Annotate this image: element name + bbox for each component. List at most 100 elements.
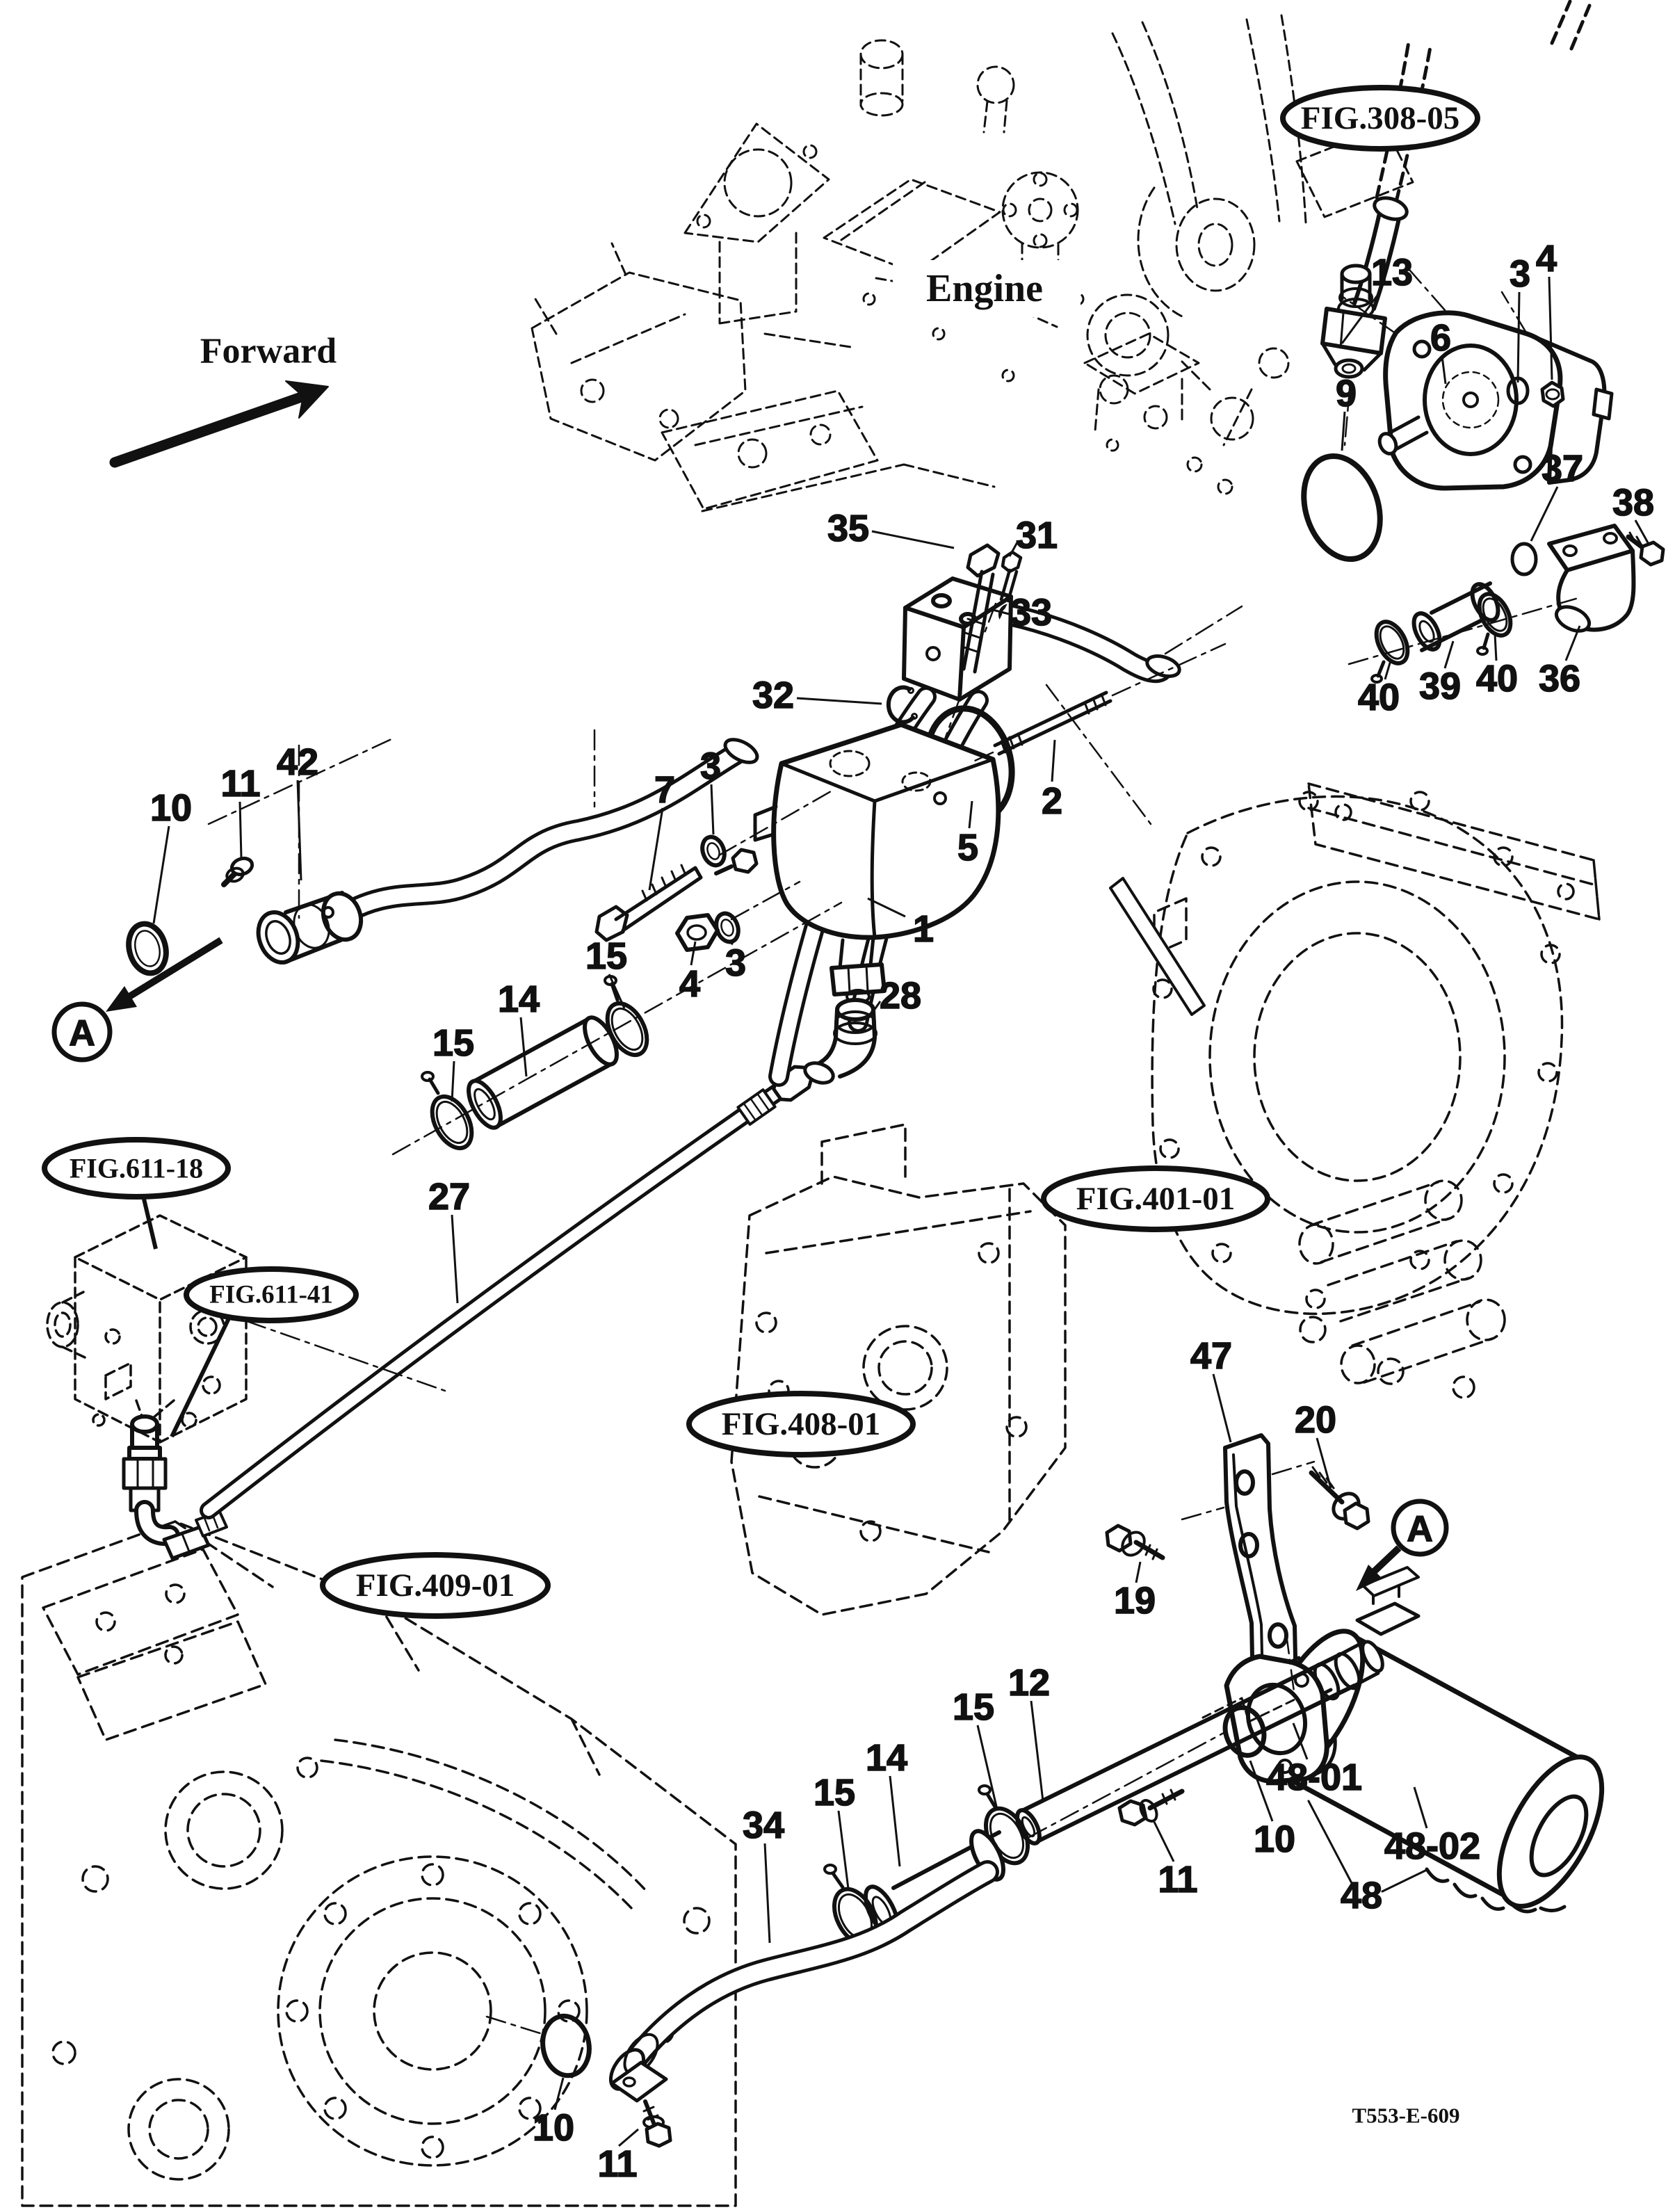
construction-lines-art — [207, 263, 1580, 2035]
part-label-11: 11 — [1158, 1859, 1197, 1900]
leader-line — [727, 939, 734, 946]
part-label-40: 40 — [1476, 658, 1518, 700]
detail-marker-layer: AA — [51, 937, 1449, 1591]
leader-line — [451, 1214, 459, 1304]
leader-line — [1008, 542, 1019, 557]
part-label-48-01: 48-01 — [1266, 1757, 1362, 1798]
forward-label: Forward — [200, 332, 337, 371]
leader-line — [1516, 291, 1521, 383]
part-label-5: 5 — [957, 827, 978, 869]
pump-6-art — [1301, 310, 1665, 684]
leader-line — [1530, 486, 1559, 542]
part-label-31: 31 — [1016, 515, 1058, 556]
bell-housing-art — [1151, 782, 1601, 1399]
part-label-35: 35 — [827, 508, 869, 549]
leader-line — [889, 1775, 901, 1867]
fitting-13-art — [1320, 0, 1592, 379]
detail-marker-label: A — [69, 1013, 95, 1053]
hose-42-art — [126, 738, 759, 976]
part-label-15: 15 — [814, 1772, 855, 1814]
part-label-11: 11 — [220, 763, 260, 805]
part-label-7: 7 — [654, 769, 675, 811]
engine-label: Engine — [926, 267, 1043, 310]
figure-ref-label[interactable]: FIG.408-01 — [722, 1406, 880, 1442]
leader-line — [1212, 1373, 1232, 1443]
leader-line — [1548, 276, 1553, 380]
part-label-40: 40 — [1358, 677, 1400, 718]
part-label-9: 9 — [1336, 373, 1357, 414]
leader-line — [296, 780, 302, 881]
leader-line — [1051, 739, 1056, 782]
part-label-38: 38 — [1612, 482, 1654, 524]
leader-line — [1494, 633, 1498, 661]
figure-ref-pointer — [170, 1316, 232, 1438]
detail-marker-circle — [51, 1001, 113, 1063]
figure-ref-label[interactable]: FIG.611-41 — [209, 1281, 333, 1309]
part-label-15: 15 — [585, 935, 627, 977]
part-label-15: 15 — [432, 1022, 474, 1064]
figure-ref-balloon[interactable] — [1280, 85, 1480, 152]
part-label-3: 3 — [725, 942, 746, 984]
shift-rail-art — [1109, 877, 1206, 1016]
leader-line — [1341, 411, 1346, 451]
leader-line — [867, 897, 906, 918]
part-label-15: 15 — [953, 1686, 994, 1728]
part-label-6: 6 — [1430, 317, 1451, 359]
leader-line — [989, 608, 1012, 616]
leader-line — [1135, 1561, 1142, 1583]
leader-line — [871, 530, 955, 549]
leader-line — [763, 1843, 771, 1944]
figure-ref-label[interactable]: FIG.308-05 — [1301, 100, 1459, 136]
leader-line — [1316, 1437, 1332, 1489]
leader-line — [238, 801, 243, 859]
leader-line — [618, 2128, 639, 2147]
leader-line — [869, 1001, 882, 1016]
figure-ref-label[interactable]: FIG.409-01 — [356, 1567, 515, 1604]
figure-ref-label[interactable]: FIG.401-01 — [1076, 1181, 1235, 1217]
leader-line — [648, 807, 664, 891]
part-label-28: 28 — [880, 975, 921, 1017]
leader-line — [553, 2077, 565, 2110]
part-label-19: 19 — [1114, 1580, 1156, 1622]
leader-line — [608, 974, 626, 1009]
leader-line — [837, 1810, 850, 1889]
detail-marker-label: A — [1407, 1509, 1433, 1549]
part-label-48-02: 48-02 — [1384, 1825, 1480, 1867]
part-label-4: 4 — [679, 963, 700, 1005]
part-label-4: 4 — [1536, 238, 1557, 280]
part-label-39: 39 — [1419, 665, 1461, 707]
part-label-34: 34 — [743, 1805, 784, 1846]
detail-arrow-head-icon — [106, 986, 137, 1012]
forward-arrow-icon — [109, 380, 329, 468]
part-label-11: 11 — [597, 2143, 637, 2185]
figure-ref-balloon[interactable] — [1041, 1165, 1270, 1232]
part-label-12: 12 — [1008, 1662, 1050, 1704]
leader-line — [976, 1725, 998, 1810]
figure-ref-balloon[interactable] — [42, 1137, 231, 1200]
part-label-27: 27 — [428, 1176, 470, 1218]
part-label-1: 1 — [913, 908, 934, 950]
figure-ref-balloon[interactable] — [686, 1391, 916, 1458]
tube-14-upper-art — [421, 975, 649, 1151]
leader-line — [1249, 1760, 1274, 1822]
figure-ref-balloon[interactable] — [320, 1552, 551, 1619]
part-label-10: 10 — [150, 787, 192, 829]
part-label-48: 48 — [1341, 1875, 1382, 1916]
part-label-42: 42 — [277, 741, 318, 783]
leader-line — [1384, 660, 1392, 680]
bolt-7-hardware-art — [594, 834, 741, 952]
leader-line — [1441, 355, 1447, 385]
leader-line — [1153, 1821, 1175, 1862]
leader-line — [968, 800, 973, 829]
figure-ref-label[interactable]: FIG.611-18 — [70, 1153, 203, 1184]
part-label-37: 37 — [1542, 448, 1583, 490]
leader-line — [1443, 640, 1455, 669]
figure-ref-balloon[interactable] — [184, 1266, 359, 1323]
leader-line — [1030, 1700, 1044, 1802]
pump-1-art — [714, 722, 1001, 1004]
detail-arrow-shaft — [122, 937, 223, 1003]
